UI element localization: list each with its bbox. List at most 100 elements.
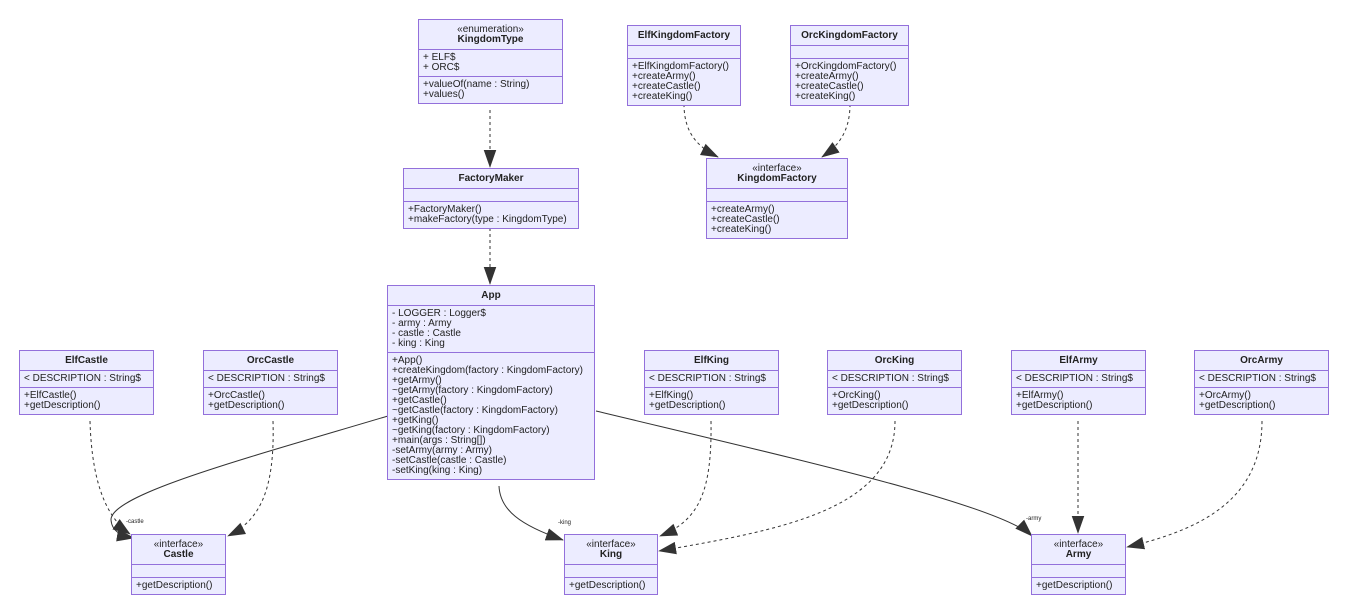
edge-app-army [595, 410, 1033, 537]
class-name: KingdomFactory [737, 173, 817, 184]
class-methods-section: +OrcCastle()+getDescription() [204, 387, 337, 414]
class-method: +getDescription() [208, 400, 285, 411]
class-name: Castle [163, 549, 194, 560]
class-methods-section: +OrcKing()+getDescription() [828, 387, 961, 414]
edge-app-king [498, 485, 564, 541]
class-method: +getDescription() [569, 580, 646, 591]
class-method: ~getArmy(factory : KingdomFactory) [392, 385, 553, 396]
class-method: +getDescription() [24, 400, 101, 411]
class-kingdomfactory[interactable]: «interface»KingdomFactory+createArmy()+c… [706, 158, 848, 239]
class-method: +getDescription() [1036, 580, 1113, 591]
class-header: OrcKing [828, 351, 961, 370]
class-name: App [481, 290, 501, 301]
class-method: +createCastle() [711, 214, 780, 225]
class-attribute: - LOGGER : Logger$ [392, 308, 486, 319]
class-attrs-section [132, 564, 225, 577]
class-orcarmy[interactable]: OrcArmy< DESCRIPTION : String$+OrcArmy()… [1194, 350, 1329, 415]
class-methods-section: +valueOf(name : String)+values() [419, 76, 562, 103]
class-method: -setArmy(army : Army) [392, 445, 492, 456]
class-attribute: < DESCRIPTION : String$ [649, 373, 766, 384]
class-header: OrcKingdomFactory [791, 26, 908, 45]
class-attribute: < DESCRIPTION : String$ [24, 373, 141, 384]
class-attrs-section: < DESCRIPTION : String$ [828, 370, 961, 387]
class-elfcastle[interactable]: ElfCastle< DESCRIPTION : String$+ElfCast… [19, 350, 154, 415]
class-method: +createKingdom(factory : KingdomFactory) [392, 365, 583, 376]
class-method: +getDescription() [832, 400, 909, 411]
class-method: ~getCastle(factory : KingdomFactory) [392, 405, 558, 416]
edge-orckingdomfactory-kingdomfactory [821, 103, 851, 158]
class-app[interactable]: App - LOGGER : Logger$- army : Army- cast… [387, 285, 595, 480]
edge-elfking-king [659, 420, 712, 537]
class-method: +ElfArmy() [1016, 390, 1064, 401]
class-name: King [599, 549, 623, 560]
class-method: +App() [392, 355, 423, 366]
class-header: «enumeration»KingdomType [419, 20, 562, 49]
class-header: «interface»King [565, 535, 657, 564]
class-attrs-section [1032, 564, 1125, 577]
class-attrs-section [565, 564, 657, 577]
class-attrs-section [791, 45, 908, 58]
class-king[interactable]: «interface»King +getDescription() [564, 534, 658, 595]
class-method: +makeFactory(type : KingdomType) [408, 214, 567, 225]
class-orcking[interactable]: OrcKing< DESCRIPTION : String$+OrcKing()… [827, 350, 962, 415]
class-method: +createArmy() [795, 71, 859, 82]
edge-label-army: -army [1026, 516, 1042, 522]
edge-orcarmy-army [1126, 420, 1263, 550]
class-method: +ElfCastle() [24, 390, 77, 401]
class-method: +createArmy() [711, 204, 775, 215]
class-stereotype: «enumeration» [457, 24, 524, 35]
class-methods-section: +ElfKing()+getDescription() [645, 387, 778, 414]
class-header: FactoryMaker [404, 169, 578, 188]
class-name: Army [1065, 549, 1092, 560]
class-attrs-section: + ELF$+ ORC$ [419, 49, 562, 76]
class-header: ElfArmy [1012, 351, 1145, 370]
class-stereotype: «interface» [153, 539, 204, 550]
class-method: +getKing() [392, 415, 439, 426]
class-method: +createCastle() [632, 81, 701, 92]
class-method: +ElfKing() [649, 390, 694, 401]
class-elfkingdomfactory[interactable]: ElfKingdomFactory+ElfKingdomFactory()+cr… [627, 25, 741, 106]
class-methods-section: +createArmy()+createCastle()+createKing(… [707, 201, 847, 238]
class-methods-section: +App()+createKingdom(factory : KingdomFa… [388, 352, 594, 479]
class-method: +getArmy() [392, 375, 442, 386]
class-attrs-section [628, 45, 740, 58]
class-name: OrcArmy [1240, 355, 1283, 366]
class-method: +getDescription() [136, 580, 213, 591]
class-kingdomtype[interactable]: «enumeration»KingdomType+ ELF$+ ORC$+val… [418, 19, 563, 104]
class-attrs-section [404, 188, 578, 201]
class-method: +createKing() [711, 224, 772, 235]
class-method: +OrcKing() [832, 390, 881, 401]
edge-elfcastle-castle [89, 420, 131, 535]
class-elfking[interactable]: ElfKing< DESCRIPTION : String$+ElfKing()… [644, 350, 779, 415]
class-attribute: + ORC$ [423, 62, 460, 73]
class-method: +createArmy() [632, 71, 696, 82]
class-attribute: + ELF$ [423, 52, 456, 63]
class-name: ElfKingdomFactory [637, 30, 731, 41]
class-attribute: - castle : Castle [392, 328, 461, 339]
class-name: OrcCastle [246, 355, 295, 366]
class-name: OrcKing [874, 355, 915, 366]
class-orckingdomfactory[interactable]: OrcKingdomFactory+OrcKingdomFactory()+cr… [790, 25, 909, 106]
class-method: +getDescription() [1016, 400, 1093, 411]
class-attribute: - army : Army [392, 318, 452, 329]
class-method: +getDescription() [1199, 400, 1276, 411]
class-elfarmy[interactable]: ElfArmy < DESCRIPTION : String$ +ElfArmy()… [1011, 350, 1146, 415]
class-factorymaker[interactable]: FactoryMaker+FactoryMaker()+makeFactory(… [403, 168, 579, 229]
class-attrs-section: < DESCRIPTION : String$ [20, 370, 153, 387]
class-attribute: < DESCRIPTION : String$ [1016, 373, 1133, 384]
class-methods-section: +getDescription() [132, 577, 225, 594]
class-method: +valueOf(name : String) [423, 79, 530, 90]
class-header: App [388, 286, 594, 305]
class-attribute: < DESCRIPTION : String$ [1199, 373, 1316, 384]
class-method: -setKing(king : King) [392, 465, 483, 476]
edge-label-castle: -castle [126, 519, 144, 525]
class-methods-section: +ElfCastle()+getDescription() [20, 387, 153, 414]
class-header: «interface»Castle [132, 535, 225, 564]
class-header: OrcArmy [1195, 351, 1328, 370]
class-orccastle[interactable]: OrcCastle< DESCRIPTION : String$+OrcCast… [203, 350, 338, 415]
edge-app-castle [110, 415, 389, 542]
class-army[interactable]: «interface»Army+getDescription() [1031, 534, 1126, 595]
class-castle[interactable]: «interface»Castle +getDescription() [131, 534, 226, 595]
class-attrs-section: < DESCRIPTION : String$ [1195, 370, 1328, 387]
